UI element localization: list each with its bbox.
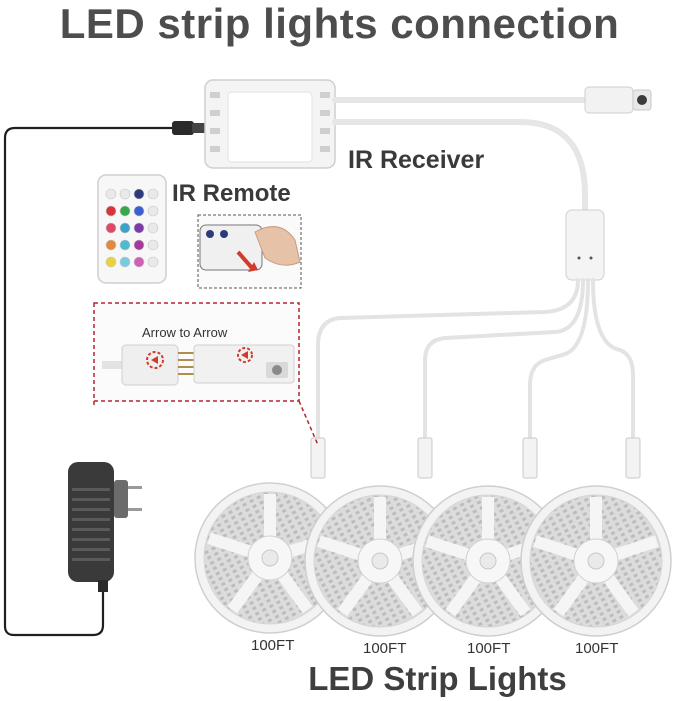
remote-button — [119, 239, 131, 251]
remote-button — [133, 188, 145, 200]
strip-length-4: 100FT — [575, 640, 619, 657]
remote-button — [133, 222, 145, 234]
remote-button — [133, 256, 145, 268]
strip-length-3: 100FT — [467, 640, 511, 657]
page-title: LED strip lights connection — [59, 0, 620, 47]
remote-battery-inset — [197, 214, 302, 289]
remote-button — [105, 205, 117, 217]
remote-button — [147, 188, 159, 200]
remote-button — [105, 256, 117, 268]
ir-receiver-label: IR Receiver — [348, 146, 485, 174]
ir-remote-label: IR Remote — [172, 180, 291, 207]
splitter-connector — [565, 209, 605, 281]
remote-button — [119, 205, 131, 217]
led-reel — [412, 485, 564, 637]
remote-button — [147, 239, 159, 251]
dc-jack-connector — [584, 86, 652, 114]
remote-button — [147, 205, 159, 217]
remote-button — [147, 256, 159, 268]
splitter-cables — [316, 278, 635, 447]
connector-label: Arrow to Arrow — [142, 325, 228, 340]
remote-button — [147, 222, 159, 234]
remote-button — [133, 239, 145, 251]
led-strip-lights-label: LED Strip Lights — [308, 660, 567, 697]
remote-button — [119, 188, 131, 200]
ir-remote — [97, 174, 167, 284]
power-adapter — [68, 462, 142, 592]
led-reel — [520, 485, 672, 637]
strip-length-1: 100FT — [251, 637, 295, 654]
power-cable — [3, 121, 208, 637]
remote-button — [119, 256, 131, 268]
receiver-cables — [332, 97, 588, 213]
remote-button — [119, 222, 131, 234]
led-strip-reels — [194, 482, 672, 637]
remote-button — [105, 188, 117, 200]
connector-callout — [93, 302, 319, 446]
led-reel — [194, 482, 346, 634]
strip-plugs — [310, 437, 641, 479]
ir-receiver-box — [204, 79, 336, 169]
remote-button — [105, 239, 117, 251]
remote-button — [105, 222, 117, 234]
strip-length-2: 100FT — [363, 640, 407, 657]
remote-buttons — [105, 188, 159, 268]
remote-button — [133, 205, 145, 217]
